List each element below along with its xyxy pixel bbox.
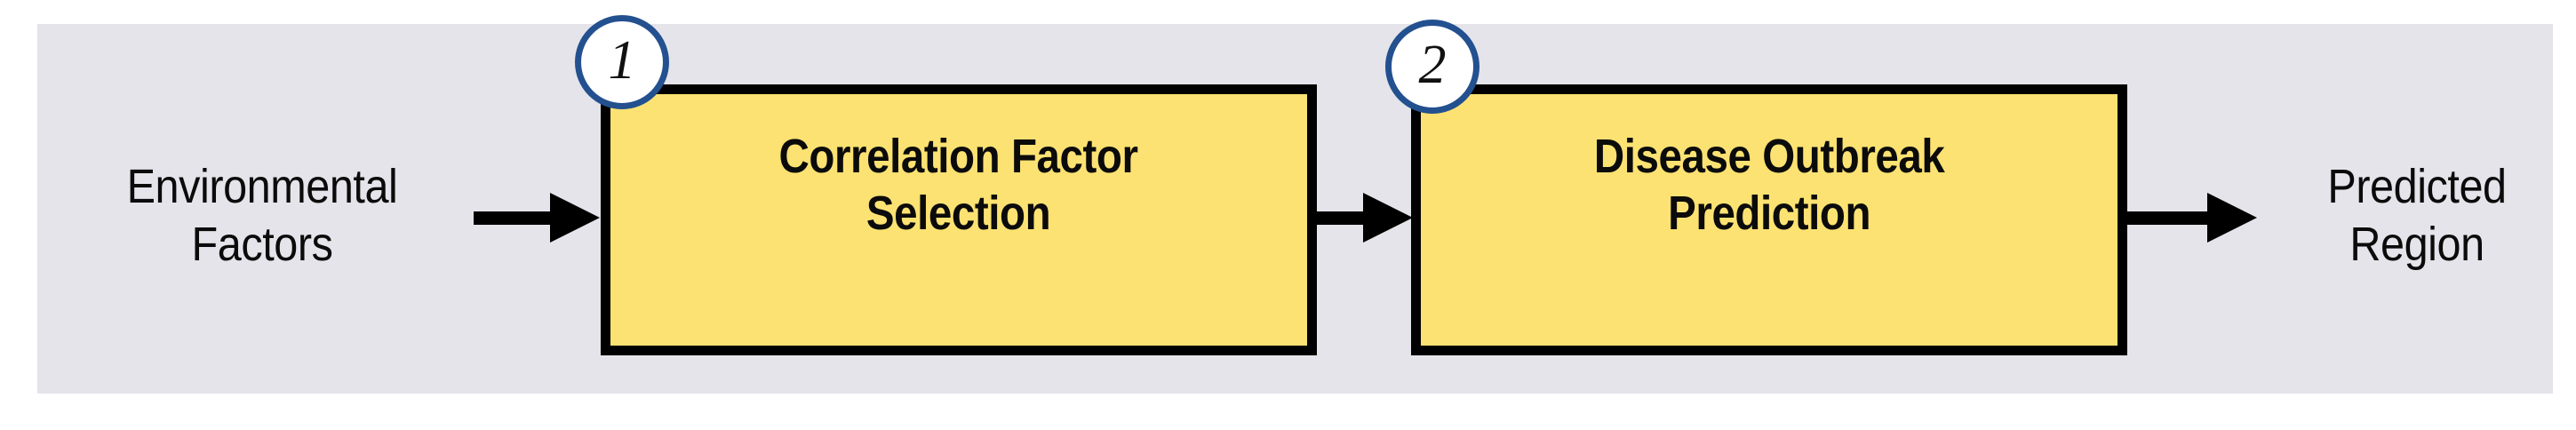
step-badge-number: 1 (608, 30, 636, 91)
arrow-step-2-to-output (2127, 193, 2259, 243)
step-badge-2: 2 (1385, 20, 1479, 114)
arrow-shaft (2127, 211, 2213, 225)
process-box-disease-outbreak-prediction[interactable]: Disease Outbreak Prediction (1411, 84, 2127, 355)
arrow-right-icon (2207, 193, 2257, 243)
step-badge-1: 1 (575, 15, 669, 109)
process-box-correlation-factor-selection[interactable]: Correlation Factor Selection (601, 84, 1317, 355)
arrow-input-to-step-1 (474, 193, 600, 243)
input-label: Environmental Factors (126, 160, 398, 271)
process-box-label: Disease Outbreak Prediction (1593, 129, 1945, 240)
process-box-label: Correlation Factor Selection (778, 129, 1138, 240)
arrow-step-1-to-step-2 (1317, 193, 1415, 243)
arrow-right-icon (550, 193, 600, 243)
step-badge-number: 2 (1418, 35, 1447, 95)
arrow-right-icon (1363, 193, 1413, 243)
arrow-shaft (1317, 211, 1368, 225)
output-label: Predicted Region (2327, 160, 2507, 271)
arrow-shaft (474, 211, 555, 225)
